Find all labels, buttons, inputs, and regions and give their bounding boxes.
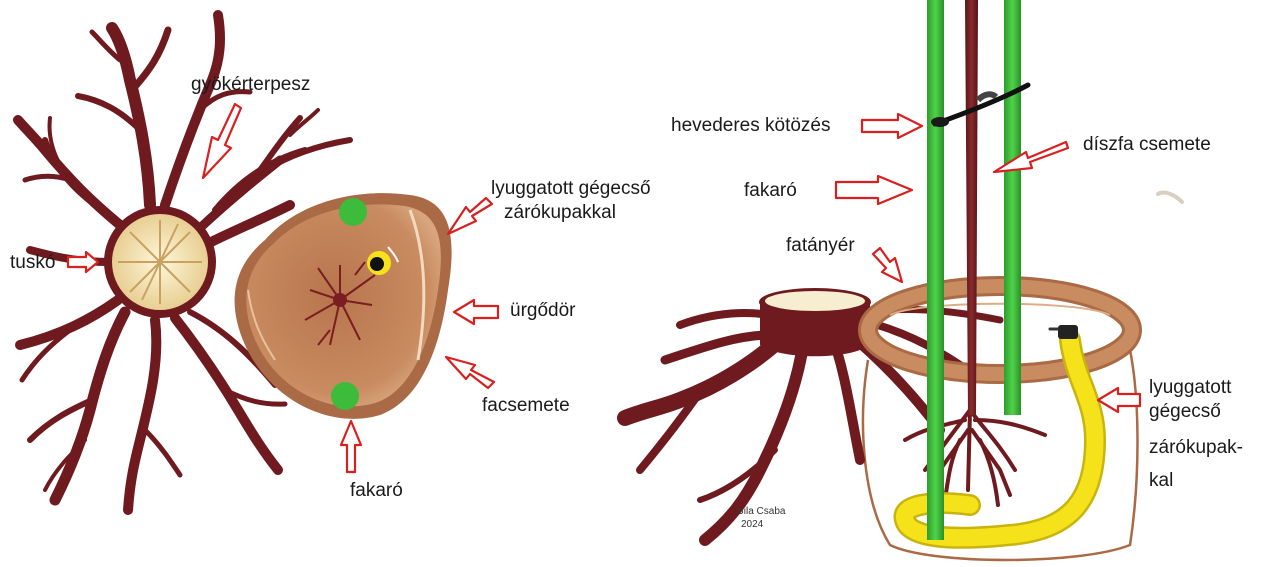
label-tree-plate: fatányér bbox=[786, 235, 855, 257]
label-pipe-right-4: kal bbox=[1149, 470, 1173, 492]
label-pit: ürgődör bbox=[510, 300, 576, 322]
right-seedling-roots bbox=[905, 410, 1045, 505]
label-pipe-right-2: gégecső bbox=[1149, 401, 1221, 423]
label-pipe-line1: lyuggatott gégecső bbox=[491, 178, 651, 200]
label-ornamental-seedling: díszfa csemete bbox=[1083, 134, 1211, 156]
right-trunk bbox=[965, 0, 978, 415]
left-stump bbox=[104, 206, 216, 318]
label-seedling: facsemete bbox=[482, 395, 570, 417]
label-stake-right: fakaró bbox=[744, 180, 797, 202]
signature-year: 2024 bbox=[741, 519, 763, 531]
label-pipe-right-3: zárókupak- bbox=[1149, 437, 1243, 459]
label-stake-left: fakaró bbox=[350, 480, 403, 502]
label-pipe-line2: zárókupakkal bbox=[504, 202, 616, 224]
signature-name: Gila Csaba bbox=[736, 506, 785, 518]
label-strap: hevederes kötözés bbox=[671, 115, 831, 137]
label-stump: tuskó bbox=[10, 252, 55, 274]
right-small-mark bbox=[1158, 193, 1182, 202]
right-tree-plate bbox=[868, 286, 1132, 374]
label-pipe-right-1: lyuggatott bbox=[1149, 377, 1231, 399]
label-root-spread: gyökérterpesz bbox=[191, 74, 310, 96]
right-stump bbox=[759, 288, 871, 356]
